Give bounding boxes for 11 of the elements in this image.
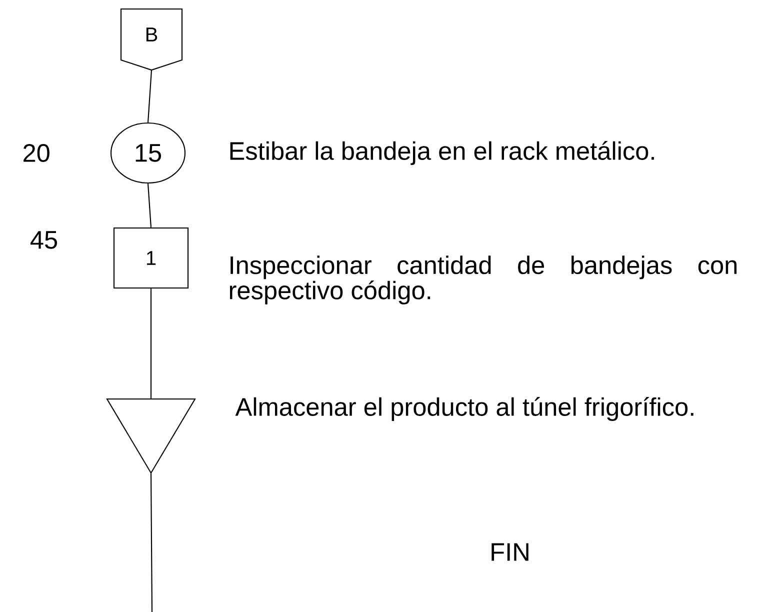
time-value: 20: [24, 144, 50, 162]
description-text: Inspeccionar cantidad de bandejas con respectivo código.: [230, 256, 737, 304]
description-text: Estibar la bandeja en el rack metálico.: [230, 141, 654, 165]
connector-line: [147, 184, 152, 228]
connector-line: [150, 288, 152, 399]
inspection-box: 1: [113, 227, 189, 289]
time-value: 45: [30, 231, 58, 249]
end-label: FIN: [492, 543, 528, 561]
connector-line: [147, 70, 152, 122]
connector-line: [150, 473, 153, 612]
description-text: Almacenar el producto al túnel frigorífico.: [235, 397, 694, 421]
